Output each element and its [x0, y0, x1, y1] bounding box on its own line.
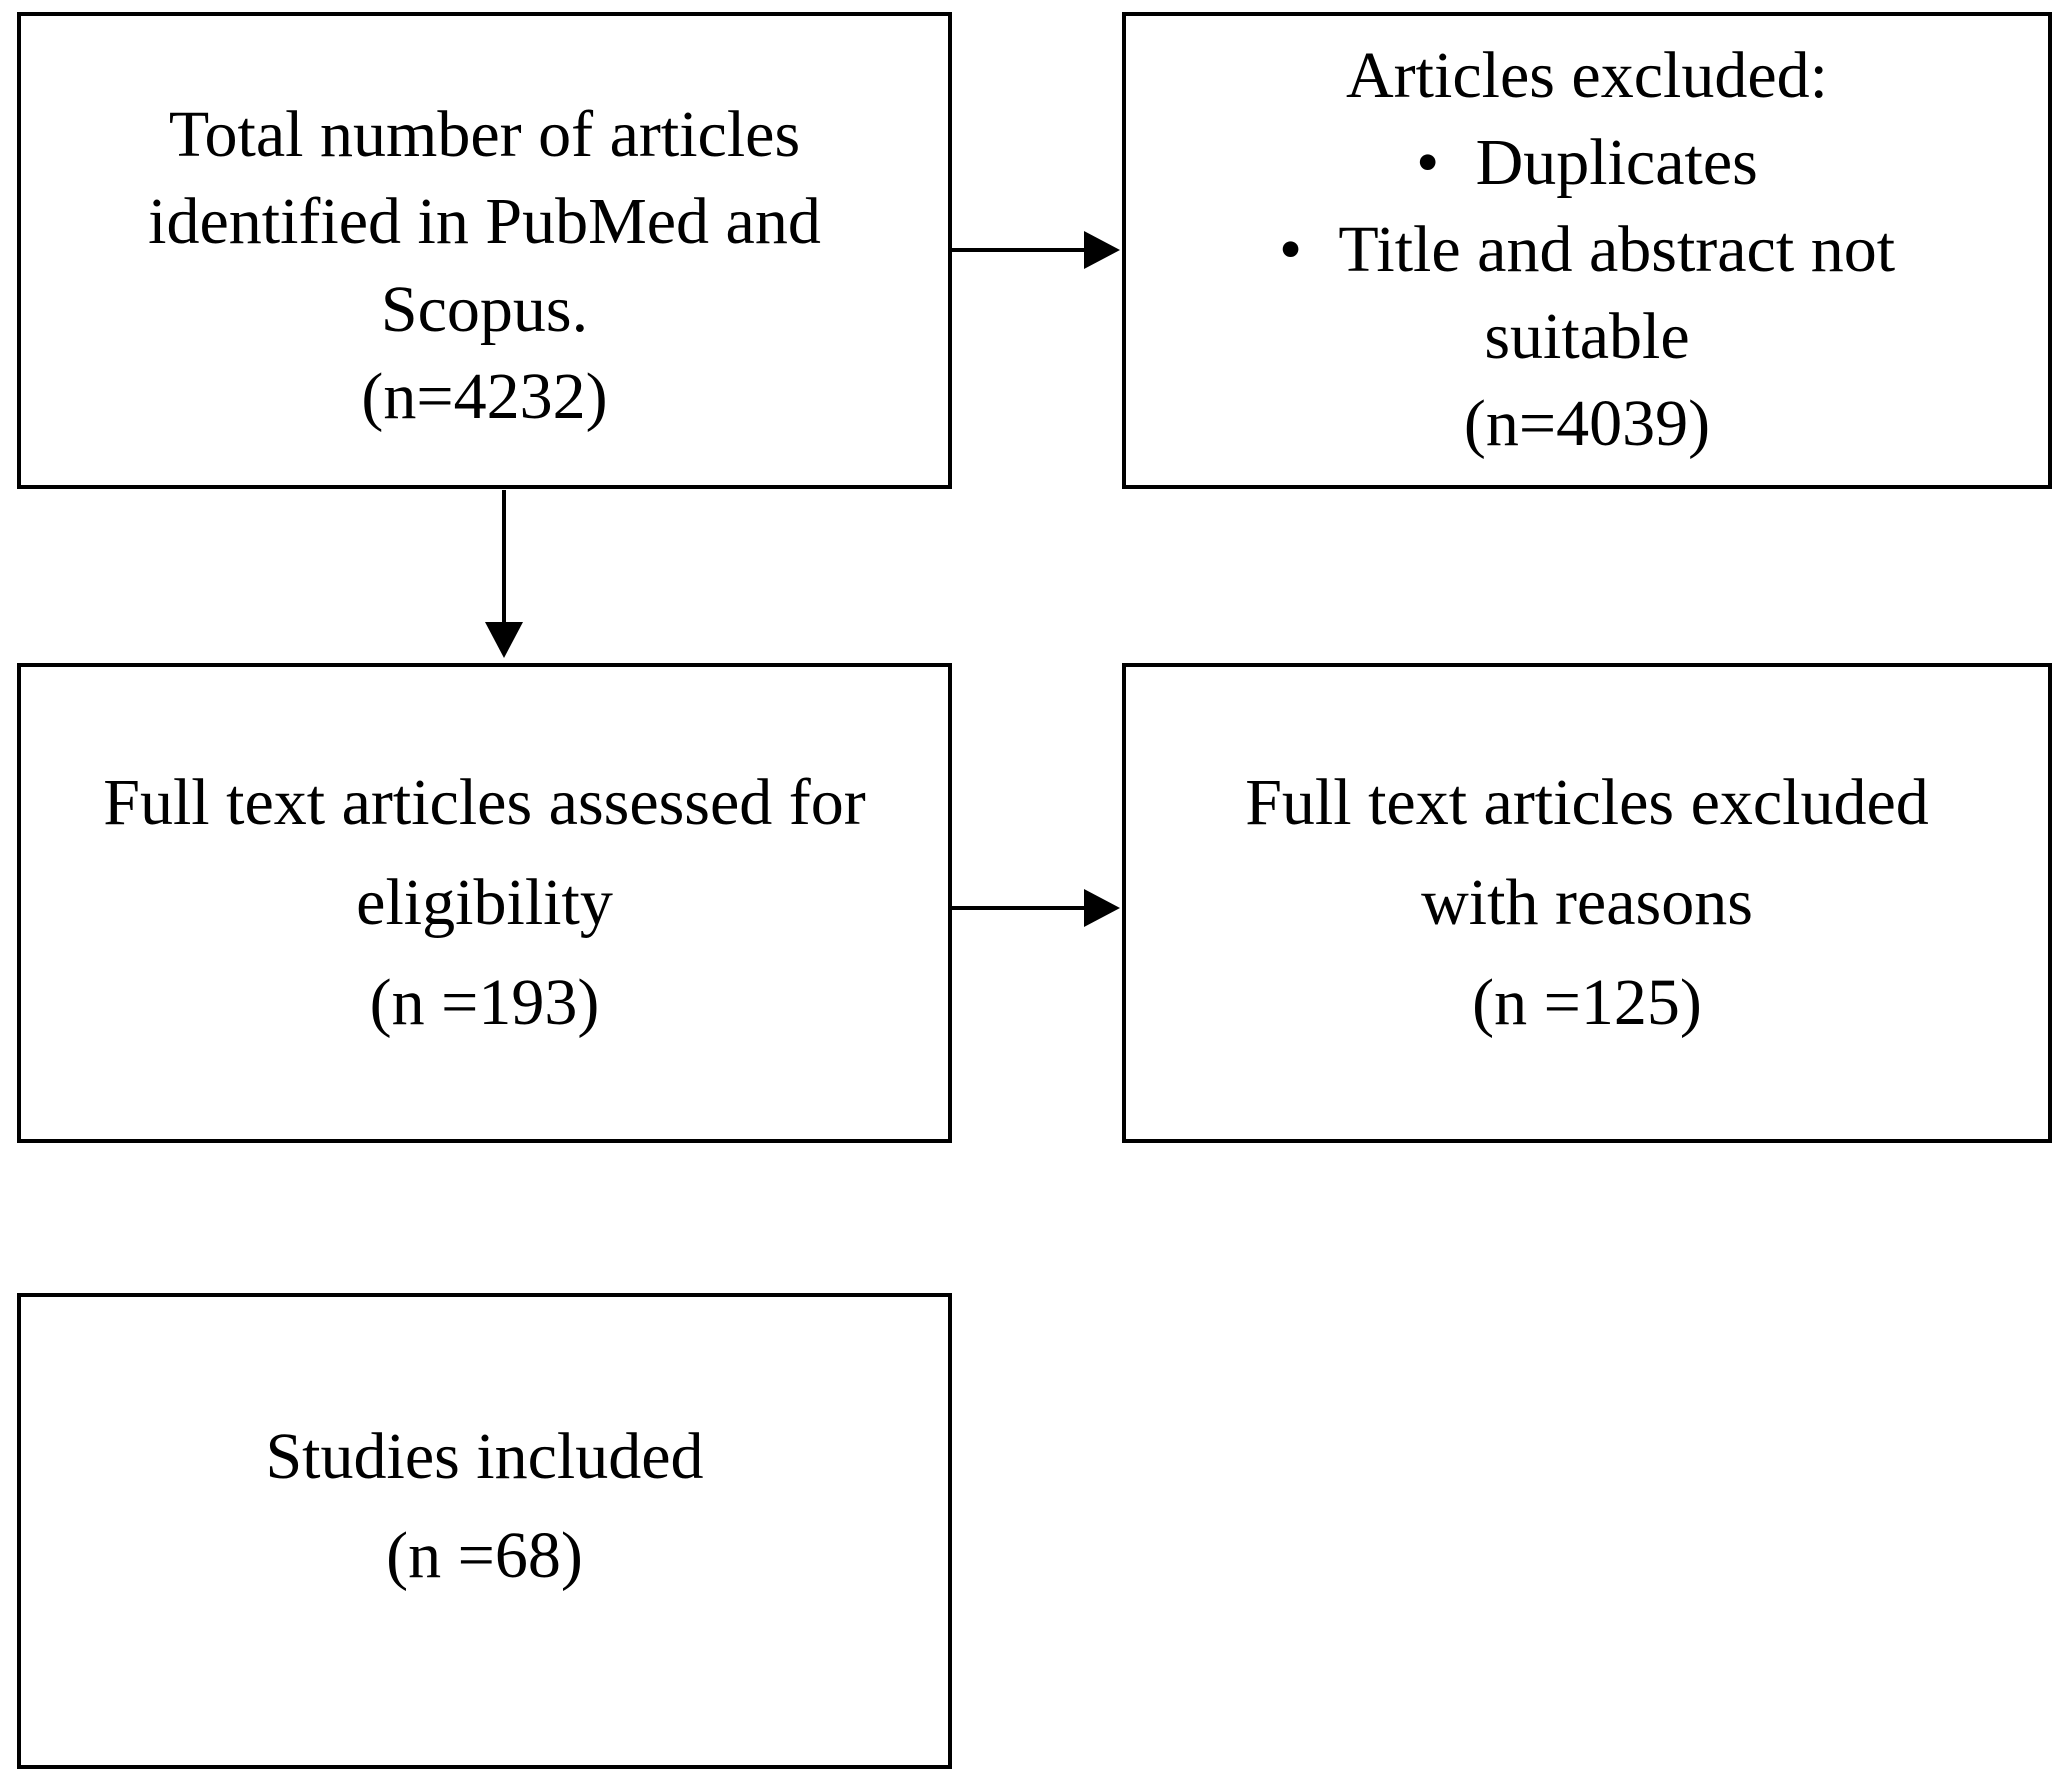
text-line-label: (n =68)	[386, 1519, 583, 1592]
text-line: Total number of articles	[169, 91, 800, 178]
arrow-head-right-icon	[1084, 231, 1120, 269]
text-line: Scopus.	[381, 266, 588, 353]
identification-box: Total number of articles identified in Pu…	[17, 12, 952, 489]
text-line: • Title and abstract not	[1279, 206, 1895, 293]
text-line-label: Duplicates	[1475, 126, 1758, 200]
text-line-label: (n=4039)	[1463, 387, 1711, 461]
text-line: (n =68)	[386, 1506, 583, 1605]
text-line-label: suitable	[1484, 300, 1690, 374]
text-line-label: with reasons	[1421, 865, 1753, 939]
arrow-shaft	[952, 248, 1086, 252]
text-line-label: Title and abstract not	[1338, 213, 1896, 287]
text-line-label: Articles excluded:	[1346, 39, 1828, 112]
text-line: Full text articles excluded	[1245, 753, 1929, 853]
text-line: identified in PubMed and	[148, 178, 821, 265]
text-line-label: Full text articles assessed for	[103, 765, 866, 839]
arrow-fulltext-to-fulltext-excluded	[952, 889, 1120, 927]
text-line: Full text articles assessed for	[103, 753, 865, 853]
text-line-label: (n =125)	[1472, 966, 1702, 1040]
text-line: (n=4039)	[1464, 380, 1710, 467]
arrow-shaft	[952, 906, 1086, 910]
text-line: eligibility	[356, 853, 613, 953]
text-line: (n =193)	[370, 953, 600, 1053]
text-line-label: Total number of articles	[168, 98, 801, 172]
text-line-label: (n=4232)	[361, 359, 608, 433]
studies-included-box: Studies included (n =68)	[17, 1293, 952, 1769]
arrow-head-down-icon	[485, 622, 523, 658]
articles-excluded-box: Articles excluded: • Duplicates • Title and …	[1122, 12, 2052, 489]
text-line-label: eligibility	[356, 865, 613, 939]
text-line-label: identified in PubMed and	[148, 185, 821, 259]
bullet-icon: •	[1278, 213, 1303, 287]
text-line-label: Scopus.	[380, 272, 589, 346]
arrow-identified-to-fulltext	[485, 490, 523, 658]
text-line: • Duplicates	[1416, 119, 1758, 206]
text-line: (n=4232)	[361, 353, 607, 440]
text-line-label: Studies included	[265, 1420, 704, 1493]
arrow-identified-to-excluded	[952, 231, 1120, 269]
arrow-shaft	[502, 490, 506, 624]
text-line: (n =125)	[1472, 953, 1702, 1053]
fulltext-assessed-box: Full text articles assessed for eligibili…	[17, 663, 952, 1143]
bullet-icon: •	[1416, 126, 1440, 200]
text-line-label: (n =193)	[369, 966, 600, 1040]
fulltext-excluded-box: Full text articles excluded with reasons (…	[1122, 663, 2052, 1143]
text-line-label: Full text articles excluded	[1245, 765, 1929, 839]
text-line: Articles excluded:	[1346, 32, 1828, 119]
arrow-head-right-icon	[1084, 889, 1120, 927]
text-line: Studies included	[265, 1407, 703, 1506]
text-line: suitable	[1484, 293, 1689, 380]
text-line: with reasons	[1421, 853, 1753, 953]
